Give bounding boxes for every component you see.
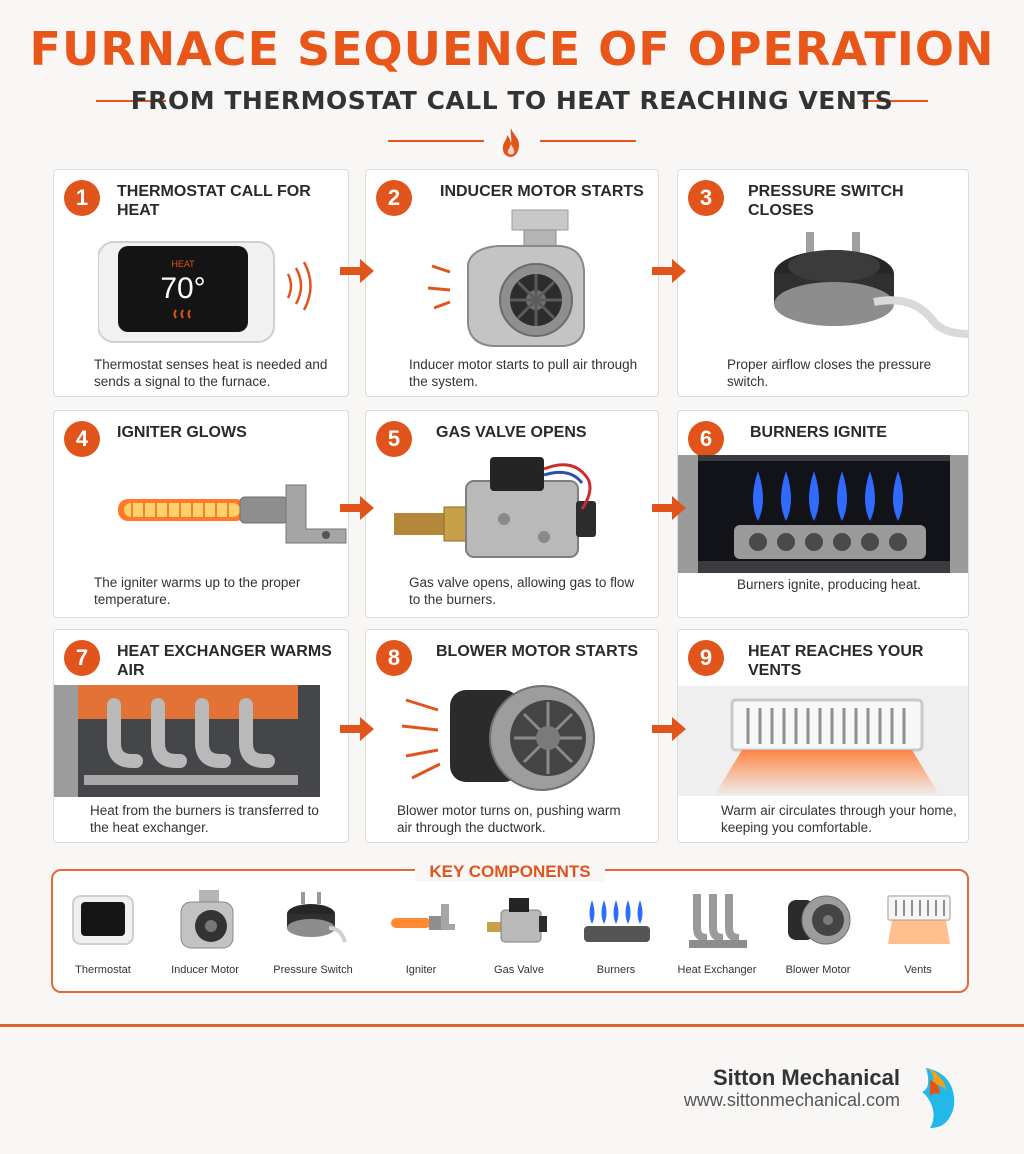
arrow-right-icon	[340, 259, 374, 283]
step-description: Burners ignite, producing heat.	[737, 577, 921, 592]
gas-valve-icon	[487, 898, 547, 943]
vent-icon	[678, 686, 968, 796]
step-number-badge: 6	[688, 421, 724, 457]
key-component-gas-valve: Gas Valve	[469, 888, 569, 988]
step-title: THERMOSTAT CALL FOR HEAT	[117, 183, 311, 219]
step-title: HEAT REACHES YOUR VENTS	[748, 643, 924, 679]
step-number-badge: 9	[688, 640, 724, 676]
arrow-right-icon	[652, 717, 686, 741]
arrow-right-icon	[652, 496, 686, 520]
step-description: Gas valve opens, allowing gas to flow to…	[409, 575, 635, 607]
arrow-right-icon	[340, 717, 374, 741]
key-component-pressure-switch: Pressure Switch	[263, 888, 363, 988]
inducer-motor-icon	[180, 890, 234, 949]
pressure-switch-icon	[287, 892, 347, 943]
arrow-right-icon	[340, 496, 374, 520]
key-component-heat-exchanger: Heat Exchanger	[667, 888, 767, 988]
step-number-badge: 2	[376, 180, 412, 216]
key-component-thermostat: Thermostat	[53, 888, 153, 988]
step-description: The igniter warms up to the proper tempe…	[94, 575, 301, 607]
step-card-5: 5 GAS VALVE OPENS Gas valve opens, allow…	[365, 410, 659, 618]
gas-valve-icon	[394, 457, 596, 558]
step-title: HEAT EXCHANGER WARMS AIR	[117, 643, 332, 679]
key-component-blower-motor: Blower Motor	[768, 888, 868, 988]
blower-motor-icon	[788, 895, 851, 945]
step-card-7: 7 HEAT EXCHANGER WARMS AIR Heat from the…	[53, 629, 349, 843]
step-title: GAS VALVE OPENS	[436, 424, 587, 441]
page-subtitle: FROM THERMOSTAT CALL TO HEAT REACHING VE…	[130, 86, 894, 115]
company-website[interactable]: www.sittonmechanical.com	[683, 1090, 900, 1110]
footer-divider	[0, 1024, 1024, 1027]
step-number-badge: 1	[64, 180, 100, 216]
company-logo-icon	[922, 1068, 955, 1128]
heat-exchanger-icon	[54, 685, 320, 797]
igniter-icon	[391, 904, 455, 930]
flame-icon	[502, 128, 520, 157]
step-card-6: 6 BURNERS IGNITE Burners ignite, produci…	[677, 410, 969, 618]
key-component-inducer-motor: Inducer Motor	[155, 888, 255, 988]
step-number-badge: 7	[64, 640, 100, 676]
key-component-vents: Vents	[868, 888, 968, 988]
step-description: Inducer motor starts to pull air through…	[409, 357, 638, 389]
step-number-badge: 4	[64, 421, 100, 457]
step-title: BLOWER MOTOR STARTS	[436, 643, 639, 660]
thermostat-icon: HEAT 70°	[98, 241, 312, 343]
step-title: INDUCER MOTOR STARTS	[440, 183, 644, 200]
step-card-4: 4 IGNITER GLOWS The igniter warms up to …	[53, 410, 349, 618]
step-number-badge: 8	[376, 640, 412, 676]
key-component-igniter: Igniter	[371, 888, 471, 988]
burners-icon	[678, 455, 968, 573]
heat-exchanger-icon	[689, 894, 747, 948]
step-card-2: 2 INDUCER MOTOR STARTS Inducer motor sta…	[365, 169, 659, 397]
blower-motor-icon	[402, 685, 595, 791]
key-components-title: KEY COMPONENTS	[415, 862, 605, 882]
step-number-badge: 3	[688, 180, 724, 216]
arrow-right-icon	[652, 259, 686, 283]
svg-text:HEAT: HEAT	[171, 259, 195, 269]
step-title: PRESSURE SWITCH CLOSES	[748, 183, 904, 219]
step-description: Blower motor turns on, pushing warm air …	[397, 803, 621, 835]
step-title: BURNERS IGNITE	[750, 424, 887, 441]
step-card-9: 9 HEAT REACHES YOUR VENTS Warm air circu…	[677, 629, 969, 843]
step-description: Thermostat senses heat is needed and sen…	[94, 357, 328, 389]
burners-icon	[584, 900, 650, 942]
page-title: FURNACE SEQUENCE OF OPERATION	[29, 22, 995, 76]
step-description: Heat from the burners is transferred to …	[90, 803, 319, 835]
key-component-burners: Burners	[566, 888, 666, 988]
company-name: Sitton Mechanical	[712, 1065, 900, 1090]
inducer-motor-icon	[428, 209, 585, 347]
thermostat-icon	[72, 895, 134, 945]
step-card-1: 1 THERMOSTAT CALL FOR HEAT HEAT 70° Ther…	[53, 169, 349, 397]
igniter-icon	[118, 484, 347, 544]
svg-text:70°: 70°	[160, 272, 205, 305]
step-number-badge: 5	[376, 421, 412, 457]
vent-icon	[887, 895, 951, 944]
flame-divider	[0, 124, 1024, 164]
step-card-3: 3 PRESSURE SWITCH CLOSES Proper airflow …	[677, 169, 969, 397]
pressure-switch-icon	[774, 232, 968, 338]
subtitle-rule	[0, 84, 1024, 120]
step-title: IGNITER GLOWS	[117, 424, 247, 441]
step-card-8: 8 BLOWER MOTOR STARTS Blower motor turns…	[365, 629, 659, 843]
step-description: Proper airflow closes the pressure switc…	[727, 357, 932, 389]
step-description: Warm air circulates through your home, k…	[721, 803, 957, 835]
